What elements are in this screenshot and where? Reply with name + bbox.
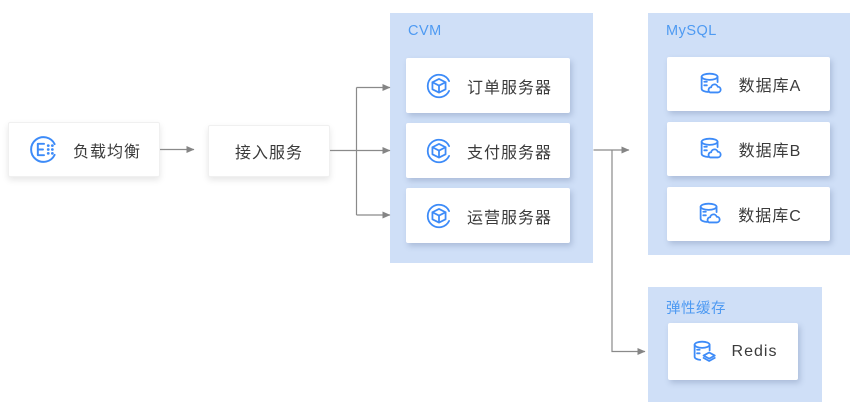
node-access-service: 接入服务 bbox=[208, 125, 330, 177]
node-database-c: 数据库C bbox=[667, 187, 830, 241]
edge-access-trunk bbox=[330, 87, 358, 215]
group-elastic-cache-label: 弹性缓存 bbox=[666, 301, 726, 317]
cvm-server-icon bbox=[426, 203, 450, 228]
node-database-a: 数据库A bbox=[667, 57, 830, 111]
cloud-database-icon bbox=[699, 202, 721, 224]
group-cvm: CVM 订单服务器 支付服务器 运营服务器 bbox=[390, 13, 593, 263]
node-label: 接入服务 bbox=[234, 145, 303, 162]
node-payment-server: 支付服务器 bbox=[406, 123, 570, 178]
node-order-server: 订单服务器 bbox=[406, 58, 570, 113]
node-label: 数据库B bbox=[738, 143, 802, 160]
group-mysql: MySQL 数据库A 数据库B 数据库C bbox=[648, 13, 850, 255]
node-label: 数据库C bbox=[738, 208, 802, 225]
node-label: 支付服务器 bbox=[466, 144, 552, 162]
edge-cvm-to-cache bbox=[611, 150, 646, 355]
node-label: 运营服务器 bbox=[466, 209, 552, 227]
load-balancer-icon bbox=[30, 136, 56, 163]
node-redis: Redis bbox=[668, 323, 798, 380]
node-load-balancer: 负载均衡 bbox=[8, 122, 160, 177]
node-database-b: 数据库B bbox=[667, 122, 830, 176]
group-cvm-label: CVM bbox=[408, 23, 442, 39]
group-mysql-label: MySQL bbox=[666, 23, 717, 39]
node-operation-server: 运营服务器 bbox=[406, 188, 570, 243]
redis-cache-icon bbox=[693, 340, 716, 362]
group-elastic-cache: 弹性缓存 Redis bbox=[648, 287, 822, 402]
cvm-server-icon bbox=[426, 138, 450, 163]
node-label: 负载均衡 bbox=[72, 143, 141, 161]
cvm-server-icon bbox=[426, 73, 450, 98]
node-label: Redis bbox=[731, 342, 778, 360]
cloud-database-icon bbox=[700, 72, 722, 94]
cloud-database-icon bbox=[700, 137, 722, 159]
node-label: 订单服务器 bbox=[466, 79, 552, 97]
node-label: 数据库A bbox=[738, 78, 802, 95]
